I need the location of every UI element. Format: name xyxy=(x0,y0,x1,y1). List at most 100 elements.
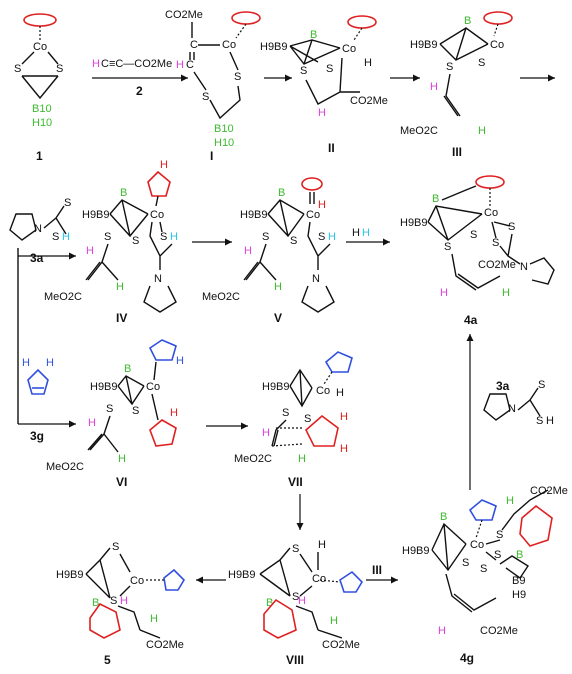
atom-s: S xyxy=(104,231,111,243)
label-reagent-3a: 3a xyxy=(30,251,44,265)
label-compound-IV: IV xyxy=(116,311,127,325)
atom-s: S xyxy=(508,221,515,233)
atom-b: B xyxy=(266,597,273,609)
compound-VIII: H9B9 S Co H S B H H CO2Me VIII xyxy=(228,539,364,667)
atom-n: N xyxy=(312,273,320,285)
compound-VI: H B H9B9 Co S S H H MeO2C H VI xyxy=(46,339,184,489)
alkyne-formula: C≡C—CO2Me xyxy=(101,58,172,70)
label-arrow-III: III xyxy=(372,563,382,577)
cp-ring-icon xyxy=(301,177,323,191)
atom-meo2c: MeO2C xyxy=(202,291,240,303)
atom-s: S xyxy=(494,549,501,561)
atom-h9b9: H9B9 xyxy=(240,209,268,221)
atom-s: S xyxy=(106,403,113,415)
atom-b: B xyxy=(464,15,471,27)
vinyl-h: H xyxy=(176,59,184,71)
atom-meo2c: MeO2C xyxy=(44,291,82,303)
label-compound-I: I xyxy=(210,149,213,163)
cp-ring-icon xyxy=(149,419,177,447)
atom-co: Co xyxy=(470,539,484,551)
atom-s: S xyxy=(234,71,241,83)
atom-meo2c: MeO2C xyxy=(234,453,272,465)
thiol-h: H xyxy=(170,231,178,243)
label-compound-5: 5 xyxy=(104,653,111,667)
atom-h-green: H xyxy=(502,287,510,299)
cp-h: H xyxy=(176,355,184,367)
cp-ring-icon xyxy=(347,15,377,29)
atom-s: S xyxy=(160,231,167,243)
atom-s: S xyxy=(444,241,451,253)
thiol-h: H xyxy=(328,231,336,243)
atom-h9b9: H9B9 xyxy=(56,569,84,581)
label-compound-II: II xyxy=(328,141,335,155)
compound-VII: H9B9 Co H S S H H H MeO2C H VII xyxy=(234,351,353,489)
atom-s: S xyxy=(326,63,333,75)
norbornenyl-icon xyxy=(263,598,297,639)
atom-b10: B10 xyxy=(214,123,234,135)
atom-b10: B10 xyxy=(32,103,52,115)
atom-h-green: H xyxy=(298,453,306,465)
atom-s: S xyxy=(202,91,209,103)
cyclopentadiene-icon xyxy=(27,368,49,395)
atom-co2me: CO2Me xyxy=(478,259,516,271)
cp-ring-icon xyxy=(163,568,186,591)
atom-co: Co xyxy=(316,385,330,397)
atom-co2me: CO2Me xyxy=(350,95,388,107)
atom-h10: H10 xyxy=(214,137,234,149)
atom-h9b9: H9B9 xyxy=(402,545,430,557)
atom-h-green: H xyxy=(118,453,126,465)
cp-h: H xyxy=(340,443,348,455)
atom-h9b9: H9B9 xyxy=(228,569,256,581)
atom-h9b9: H9B9 xyxy=(90,381,118,393)
compound-V: H B H9B9 Co S S S H N H MeO2C H V xyxy=(202,177,336,325)
compound-I: CO2Me Co C H C S S B10 H10 I xyxy=(165,9,261,163)
atom-b9: B9 xyxy=(512,575,525,587)
atom-h: H xyxy=(318,539,326,551)
alkyne-h: H xyxy=(92,58,100,70)
atom-b: B xyxy=(120,187,127,199)
atom-s: S xyxy=(496,529,503,541)
atom-h: H xyxy=(364,57,372,69)
atom-s: S xyxy=(132,235,139,247)
cpd-h: H xyxy=(46,357,54,369)
atom-n: N xyxy=(520,261,528,273)
label-reagent-3a-right: 3a xyxy=(496,379,510,393)
cpd-h: H xyxy=(22,357,30,369)
atom-meo2c: MeO2C xyxy=(400,125,438,137)
atom-b: B xyxy=(278,187,285,199)
atom-s: S xyxy=(14,63,21,75)
norbornenyl-icon xyxy=(519,504,553,547)
vinyl-h: H xyxy=(244,245,252,257)
atom-s: S xyxy=(52,231,59,243)
atom-s: S xyxy=(480,563,487,575)
vinyl-h: H xyxy=(120,595,128,607)
cp-ring-icon xyxy=(475,175,505,189)
cp-ring-icon xyxy=(147,170,171,197)
atom-s: S xyxy=(318,231,325,243)
atom-b: B xyxy=(124,363,131,375)
atom-co2me: CO2Me xyxy=(165,9,203,21)
atom-s: S xyxy=(64,197,71,209)
atom-b: B xyxy=(92,597,99,609)
atom-co: Co xyxy=(150,209,164,221)
atom-s: S xyxy=(292,591,299,603)
atom-h9b9: H9B9 xyxy=(82,209,110,221)
reagent-3a-right: N S S H 3a xyxy=(483,379,554,427)
atom-s: S xyxy=(110,595,117,607)
cp-ring-icon xyxy=(23,13,57,27)
vinyl-h: H xyxy=(88,417,96,429)
cp-ring-icon xyxy=(468,499,497,521)
atom-co: Co xyxy=(33,41,47,53)
atom-co: Co xyxy=(130,575,144,587)
reagent-3g: H H 3g xyxy=(22,357,54,443)
atom-s: S xyxy=(300,65,307,77)
label-compound-VIII: VIII xyxy=(286,653,304,667)
svg-text:C: C xyxy=(190,39,198,51)
cp-ring-icon xyxy=(231,11,261,25)
label-compound-4g: 4g xyxy=(460,651,474,665)
atom-co2me: CO2Me xyxy=(480,625,518,637)
atom-h-green: H xyxy=(274,281,282,293)
vinyl-h: H xyxy=(440,287,448,299)
label-compound-V: V xyxy=(274,311,282,325)
